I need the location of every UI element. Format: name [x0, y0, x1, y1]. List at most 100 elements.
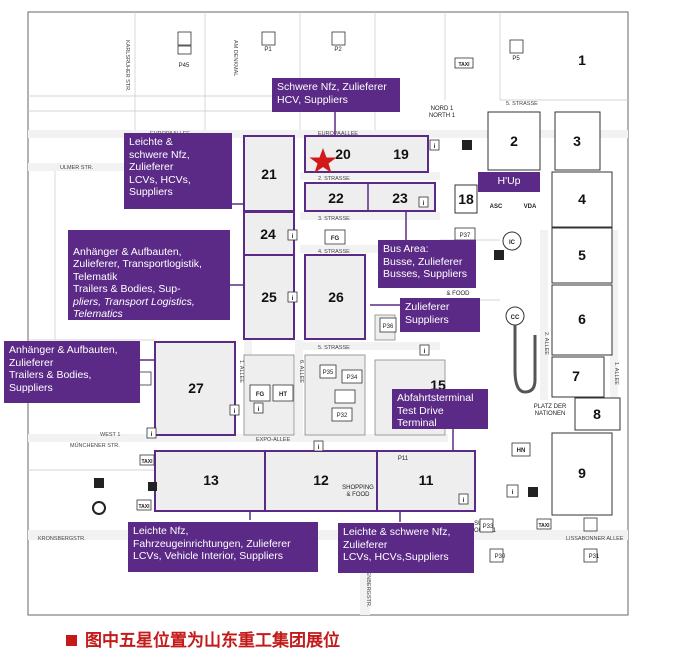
hall-21: 21: [261, 166, 277, 182]
hall-22: 22: [328, 190, 344, 206]
taxi-top: TAXI: [458, 62, 470, 68]
parking-p1: P1: [264, 47, 272, 53]
platz-1: PLATZ DER: [534, 404, 567, 410]
shopping-2b: & FOOD: [346, 492, 370, 498]
label-leichte-schwere-top: Leichte & schwere Nfz, Zulieferer LCVs, …: [124, 133, 232, 209]
street-4: 4. STRASSE: [318, 249, 350, 255]
street-gutenberg: GUTENBERGSTR.: [365, 560, 371, 608]
label-schwere-nfz: Schwere Nfz, Zulieferer HCV, Suppliers: [272, 78, 400, 112]
label-hup: H'Up: [478, 172, 540, 192]
parking-p32: P32: [337, 413, 348, 419]
street-3: 3. STRASSE: [318, 216, 350, 222]
star-marker: [309, 148, 337, 173]
facility-ic: IC: [509, 240, 516, 246]
facility-fg: FG: [256, 392, 265, 398]
info-1: i: [292, 234, 294, 240]
info-5: i: [234, 409, 236, 415]
hall-25: 25: [261, 289, 277, 305]
street-europaallee-mid: EUROPAALLEE: [318, 131, 358, 137]
hall-24: 24: [260, 226, 276, 242]
street-ulmer: ULMER STR.: [60, 165, 94, 171]
info-8: i: [463, 498, 465, 504]
info-10: i: [151, 432, 153, 438]
info-2: i: [292, 296, 294, 302]
hall-19: 19: [393, 146, 409, 162]
facility-asc: ASC: [490, 204, 503, 210]
caption: 图中五星位置为山东重工集团展位: [66, 626, 340, 651]
parking-p5: P5: [512, 56, 520, 62]
street-karlsruher: KARLSRUHER STR.: [124, 40, 130, 92]
hall-2: 2: [510, 133, 518, 149]
facility-ht: HT: [279, 392, 287, 398]
label-anhaenger-main-text: Anhänger & Aufbauten, Zulieferer, Transp…: [73, 245, 202, 296]
street-allee-2: 2. ALLEE: [543, 332, 549, 355]
facility-vda: VDA: [524, 204, 537, 210]
caption-text: 图中五星位置为山东重工集团展位: [85, 631, 340, 651]
platz-2: NATIONEN: [535, 411, 566, 417]
hall-18: 18: [458, 191, 474, 207]
facility-fg-top: FG: [331, 236, 340, 242]
facility-cc: CC: [511, 315, 520, 321]
parking-p35: P35: [323, 370, 334, 376]
street-2: 2. STRASSE: [318, 176, 350, 182]
hall-13: 13: [203, 472, 219, 488]
shopping-2a: SHOPPING: [342, 485, 374, 491]
hall-5: 5: [578, 247, 586, 263]
hall-1: 1: [578, 52, 586, 68]
label-anhaenger-main: Anhänger & Aufbauten, Zulieferer, Transp…: [68, 230, 230, 320]
facility-hn: HN: [517, 448, 526, 454]
gate-nord: NORD 1: [431, 106, 454, 112]
parking-p31: P31: [589, 554, 600, 560]
parking-p37: P37: [460, 233, 471, 239]
info-3: i: [423, 201, 425, 207]
taxi-right: TAXI: [538, 523, 550, 529]
gate-west: WEST 1: [100, 432, 120, 438]
info-7: i: [318, 445, 320, 451]
hall-12: 12: [313, 472, 329, 488]
label-leichte-nfz-bottom: Leichte Nfz, Fahrzeugeinrichtungen, Zuli…: [128, 522, 318, 572]
parking-p30: P30: [495, 554, 506, 560]
label-bus-area: Bus Area: Busse, Zulieferer Busses, Supp…: [378, 240, 476, 288]
parking-p2: P2: [334, 47, 342, 53]
parking-p45: P45: [179, 63, 190, 69]
street-5-top: 5. STRASSE: [506, 101, 538, 107]
label-anhaenger-left: Anhänger & Aufbauten, Zulieferer Trailer…: [4, 341, 140, 403]
parking-p36: P36: [383, 324, 394, 330]
hall-27: 27: [188, 380, 204, 396]
street-5-mid: 5. STRASSE: [318, 345, 350, 351]
hall-20: 20: [335, 146, 351, 162]
street-allee-1-right: 1. ALLEE: [613, 362, 619, 385]
street-muenchener: MÜNCHENER STR.: [70, 442, 120, 449]
hall-23: 23: [392, 190, 408, 206]
street-lissabonner: LISSABONNER ALLEE: [566, 536, 624, 542]
hall-8: 8: [593, 406, 601, 422]
hall-6: 6: [578, 311, 586, 327]
info-11: i: [434, 144, 436, 150]
label-anhaenger-italic: pliers, Transport Logistics, Telematics: [73, 295, 195, 321]
street-kronsberg: KRONSBERGSTR.: [38, 536, 86, 542]
parking-p11: P11: [398, 456, 409, 462]
street-am-denkmal: AM DENKMAL: [232, 40, 238, 76]
parking-p33: P33: [483, 524, 494, 530]
gate-north: NORTH 1: [429, 113, 456, 119]
info-4: i: [424, 349, 426, 355]
hall-11: 11: [419, 472, 434, 488]
label-zulieferer: Zulieferer Suppliers: [400, 298, 480, 332]
hall-3: 3: [573, 133, 581, 149]
hall-9: 9: [578, 465, 586, 481]
label-abfahrtsterminal: Abfahrtsterminal Test Drive Terminal: [392, 389, 488, 429]
taxi-left: TAXI: [141, 459, 153, 465]
shopping-1b: & FOOD: [446, 291, 470, 297]
label-leichte-schwere-bottom: Leichte & schwere Nfz, Zulieferer LCVs, …: [338, 523, 474, 573]
street-allee-6: 6. ALLEE: [298, 360, 304, 383]
street-expo: EXPO-ALLEE: [256, 437, 291, 443]
hall-26: 26: [328, 289, 344, 305]
info-6: i: [258, 407, 260, 413]
caption-square-icon: [66, 635, 77, 646]
info-9: i: [512, 490, 514, 496]
hall-7: 7: [572, 368, 580, 384]
parking-p34: P34: [347, 375, 358, 381]
hall-4: 4: [578, 191, 586, 207]
taxi-bottom: TAXI: [138, 504, 150, 510]
